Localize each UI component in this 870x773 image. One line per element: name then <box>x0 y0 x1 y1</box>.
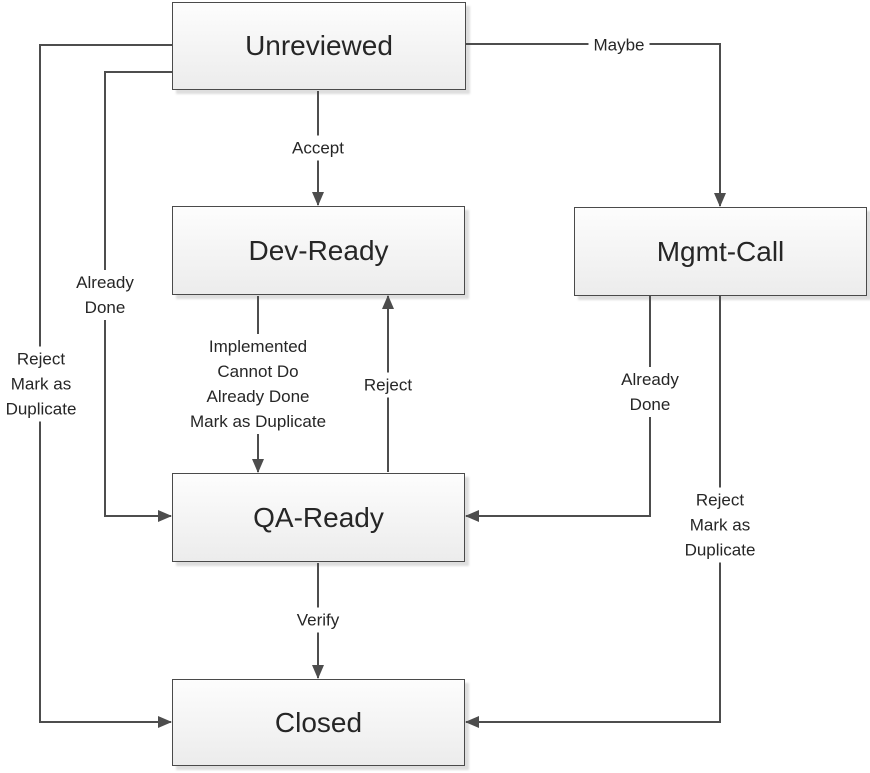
node-mgmt-call: Mgmt-Call <box>574 207 867 296</box>
edge-label-already-done-right: Already Done <box>616 367 684 417</box>
edge-label-reject-middle: Reject <box>358 372 418 398</box>
edge-label-reject-duplicate-left: Reject Mark as Duplicate <box>0 346 82 422</box>
node-closed-label: Closed <box>274 706 363 738</box>
node-unreviewed: Unreviewed <box>172 2 466 90</box>
connector-unreviewed-mgmtcall-maybe <box>466 43 726 207</box>
node-qa-ready: QA-Ready <box>172 473 465 562</box>
edge-label-reject-duplicate-right: Reject Mark as Duplicate <box>679 487 761 563</box>
node-closed: Closed <box>172 679 465 766</box>
node-dev-ready-label: Dev-Ready <box>248 234 389 266</box>
node-mgmt-call-label: Mgmt-Call <box>656 235 785 267</box>
edge-label-verify: Verify <box>291 607 345 633</box>
edge-label-implemented: Implemented Cannot Do Already Done Mark … <box>184 334 332 434</box>
connector-mgmtcall-closed-reject <box>465 296 721 728</box>
node-qa-ready-label: QA-Ready <box>253 501 384 533</box>
edge-label-accept: Accept <box>287 135 349 161</box>
edge-label-maybe: Maybe <box>588 32 650 58</box>
edge-label-already-done-left: Already Done <box>71 270 139 320</box>
node-dev-ready: Dev-Ready <box>172 206 465 295</box>
node-unreviewed-label: Unreviewed <box>245 30 393 61</box>
